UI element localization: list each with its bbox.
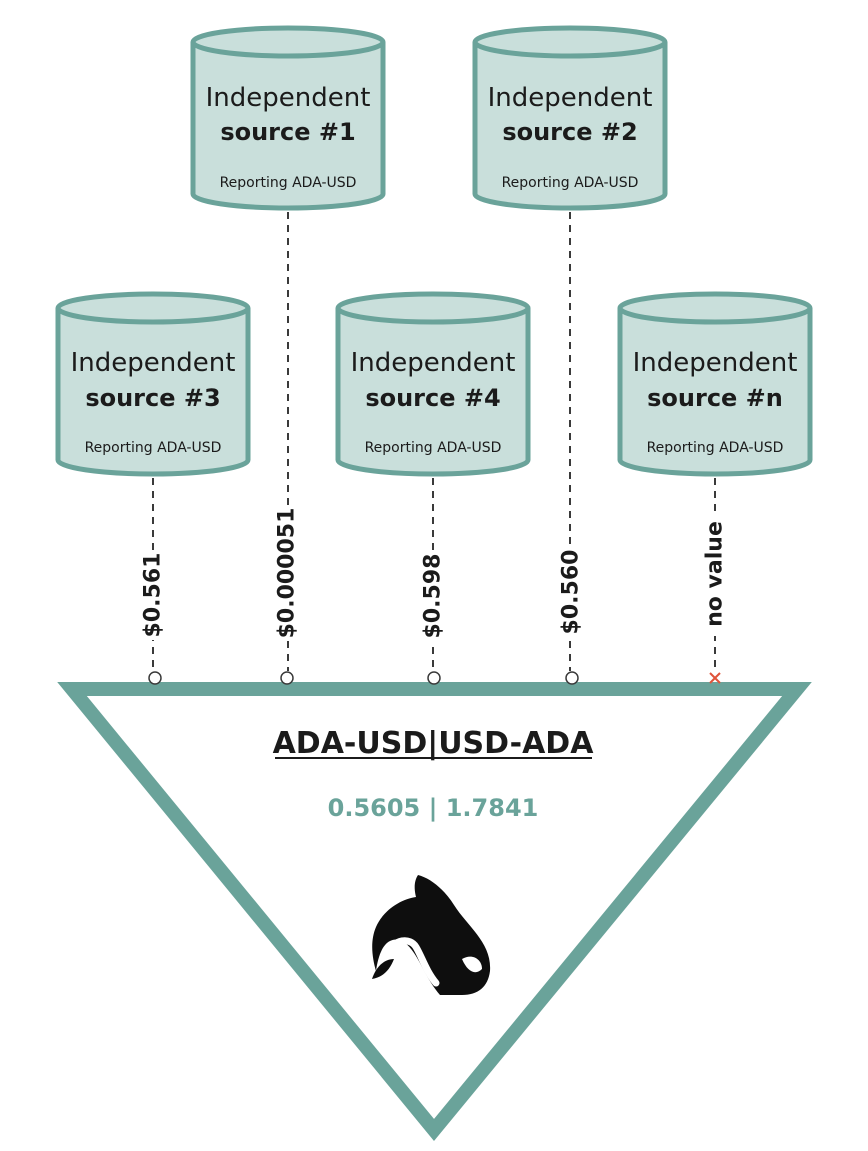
pair-title: ADA-USD|USD-ADA [273,726,595,761]
source-1-subtitle: Reporting ADA-USD [220,175,357,191]
endpoint-source-1 [280,671,294,685]
connector-endpoints [148,671,721,685]
value-source-4: $0.598 [421,554,446,639]
source-n-title: Independent [633,348,798,378]
source-cylinder-n: Independent source #n Reporting ADA-USD [617,291,813,477]
value-source-1: $0.000051 [275,508,300,639]
value-source-3: $0.561 [141,553,166,638]
source-4-title: Independent [351,348,516,378]
source-cylinder-3: Independent source #3 Reporting ADA-USD [55,291,251,477]
source-2-title: Independent [488,83,653,113]
source-n-subtitle: Reporting ADA-USD [647,440,784,456]
source-3-name: source #3 [85,384,220,412]
value-labels: $0.561 $0.000051 $0.598 $0.560 no value [139,505,729,641]
orca-whale-icon [372,875,491,995]
source-n-name: source #n [647,384,783,412]
source-cylinder-1: Independent source #1 Reporting ADA-USD [190,25,386,211]
cross-icon [709,672,721,684]
source-3-subtitle: Reporting ADA-USD [85,440,222,456]
value-source-2: $0.560 [559,550,584,635]
endpoint-source-4 [427,671,441,685]
source-1-title: Independent [206,83,371,113]
pair-rates: 0.5605 | 1.7841 [328,794,539,822]
source-2-subtitle: Reporting ADA-USD [502,175,639,191]
source-4-name: source #4 [365,384,500,412]
source-cylinder-4: Independent source #4 Reporting ADA-USD [335,291,531,477]
value-source-n: no value [703,521,728,627]
source-cylinders: Independent source #1 Reporting ADA-USD … [55,25,813,477]
endpoint-source-2 [565,671,579,685]
source-2-name: source #2 [502,118,637,146]
source-cylinder-2: Independent source #2 Reporting ADA-USD [472,25,668,211]
source-1-name: source #1 [220,118,355,146]
endpoint-source-3 [148,671,162,685]
source-3-title: Independent [71,348,236,378]
source-4-subtitle: Reporting ADA-USD [365,440,502,456]
